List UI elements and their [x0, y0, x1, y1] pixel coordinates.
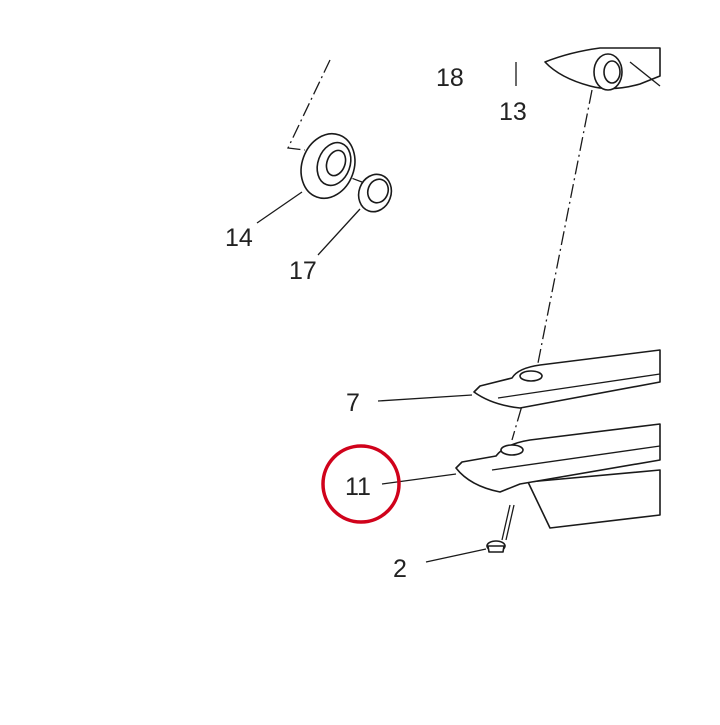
axis-line-right [536, 89, 593, 369]
bearing-part-14 [300, 132, 356, 200]
callout-13: 13 [499, 98, 527, 126]
housing-fragment [544, 47, 661, 91]
callout-2: 2 [393, 555, 407, 583]
leader-2 [425, 548, 487, 563]
axis-line-left [287, 59, 331, 151]
highlight-ring [321, 444, 401, 524]
callout-18: 18 [436, 64, 464, 92]
callout-11: 11 [345, 473, 371, 501]
callout-7: 7 [346, 389, 360, 417]
leader-7 [377, 394, 473, 402]
leader-11 [381, 473, 457, 485]
leader-14 [256, 191, 303, 224]
bushing-part-17 [357, 173, 393, 213]
leader-17 [317, 208, 361, 256]
callout-17: 17 [289, 257, 317, 285]
screw-part-2 [486, 504, 515, 553]
blade-part-7 [473, 349, 661, 409]
callout-14: 14 [225, 224, 253, 252]
blade-part-11 [455, 423, 661, 529]
